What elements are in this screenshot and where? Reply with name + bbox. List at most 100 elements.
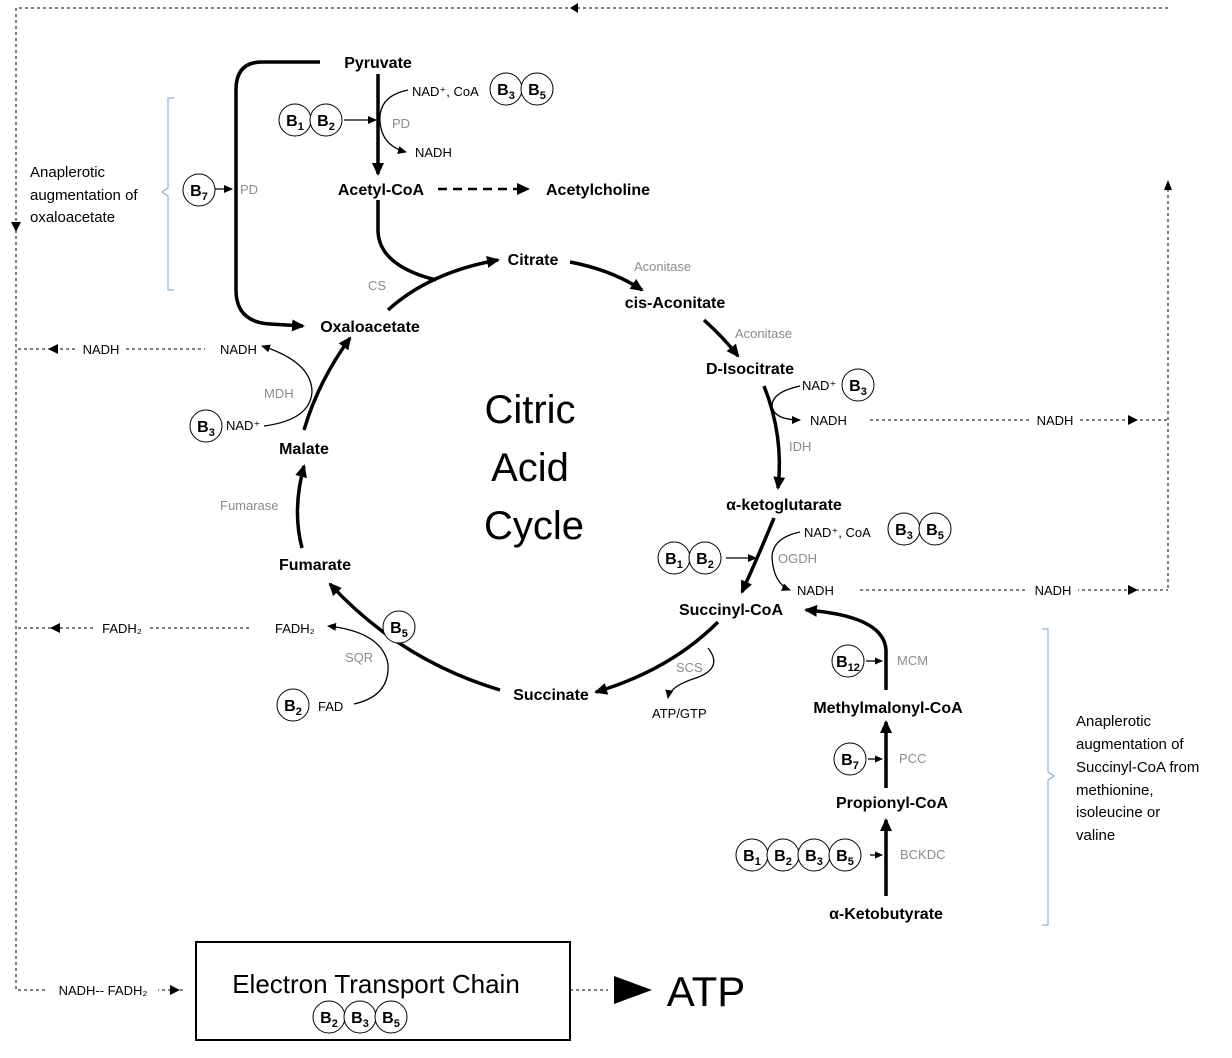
flow-nadh-left: NADH [83,342,120,357]
vitamin-badge-circle [688,541,722,575]
atp-arrowhead [614,976,652,1004]
energy-flow-lines [11,3,1172,1004]
metabolite-acetylcholine: Acetylcholine [546,182,650,199]
metabolite-d-isocitrate: D-Isocitrate [706,361,794,378]
vitamin-badge-circle [918,512,952,546]
enzyme-bckdc: BCKDC [900,847,946,862]
pathway-arrows [234,60,892,896]
left-brace [160,97,174,291]
vitamin-badge-circle [276,688,310,722]
vitamin-b5-badge: B5 [528,82,546,102]
vitamin-b7-badge: B7 [190,183,208,203]
vitamin-b5-badge: B5 [390,620,408,640]
cofactor-sqr-out: FADH₂ [275,621,315,636]
note-right-line-3: Succinyl-CoA from [1076,759,1199,776]
vitamin-b1-badge: B1 [743,848,761,868]
enzyme-pd-anaplerotic: PD [240,182,258,197]
right-brace [1042,628,1056,926]
vitamin-badge-circle [182,173,216,207]
vitamin-group-mcm: B12 [831,644,865,678]
outer-loop-line [15,7,1168,991]
enzyme-idh: IDH [789,439,811,454]
note-left-line-2: augmentation of [30,187,138,204]
arrow-succinate-fumarate [328,582,501,692]
arrow-pyruvate-oxaloacetate [234,60,320,332]
cycle-title-line-1: Citric [484,388,575,432]
metabolite-acetyl-coa: Acetyl-CoA [338,182,425,199]
enzyme-fumarase: Fumarase [220,498,279,513]
cofactor-sqr-in: FAD [318,699,343,714]
note-right-line-1: Anaplerotic [1076,713,1152,730]
metabolite-alpha-ketobutyrate: α-Ketobutyrate [829,906,943,923]
vitamin-group-idh: B3 [841,368,875,402]
cofactor-pd-in: NAD⁺, CoA [412,84,479,99]
note-left-line-1: Anaplerotic [30,164,106,181]
vitamin-badge-circle [831,644,865,678]
vitamin-group-mdh: B3 [189,409,223,443]
note-left-line-3: oxaloacetate [30,209,115,226]
vitamin-badge-circle [382,610,416,644]
enzyme-mdh: MDH [264,386,294,401]
arrow-cisaconitate-isocitrate [702,318,740,358]
vitamin-b3-badge: B3 [497,82,515,102]
enzyme-mcm: MCM [897,653,928,668]
vitamin-b5-badge: B5 [926,522,944,542]
vitamin-b5-badge: B5 [382,1010,400,1030]
etc-label: Electron Transport Chain [232,969,520,999]
vitamin-badge-circle [520,72,554,106]
enzyme-pd: PD [392,116,410,131]
atp-label: ATP [667,968,746,1015]
flow-etc-input: NADH-- FADH₂ [59,983,148,998]
vitamin-b2-badge: B2 [696,551,714,571]
vitamin-b3-badge: B3 [805,848,823,868]
arrow-oxaloacetate-citrate [386,256,500,312]
metabolite-methylmalonyl-coa: Methylmalonyl-CoA [813,700,963,717]
metabolite-citrate: Citrate [508,252,559,269]
enzyme-ogdh: OGDH [778,551,817,566]
cofactor-idh-out: NADH [810,413,847,428]
cofactor-pd-out: NADH [415,145,452,160]
enzyme-sqr: SQR [345,650,373,665]
vitamin-b2-badge: B2 [284,698,302,718]
vitamin-b7-badge: B7 [841,752,859,772]
metabolite-pyruvate: Pyruvate [344,55,412,72]
enzyme-aconitase-2: Aconitase [735,326,792,341]
metabolite-fumarate: Fumarate [279,557,351,574]
metabolite-propionyl-coa: Propionyl-CoA [836,795,948,812]
note-right-line-4: methionine, [1076,782,1154,799]
arrow-malate-oxaloacetate [302,336,352,431]
vitamin-b3-badge: B3 [351,1010,369,1030]
vitamin-group-sqr-top: B5 [382,610,416,644]
vitamin-group-sqr-bottom: B2 [276,688,310,722]
cycle-title-line-3: Cycle [484,504,584,548]
vitamin-b2-badge: B2 [320,1010,338,1030]
note-right-line-6: valine [1076,827,1115,844]
vitamin-b1-badge: B1 [665,551,683,571]
vitamin-b3-badge: B3 [849,378,867,398]
flow-nadh-right-2: NADH [1035,583,1072,598]
vitamin-badge-circle [189,409,223,443]
note-right-line-2: augmentation of [1076,736,1184,753]
arrow-methylmalonylcoa-succinylcoa [804,604,888,690]
vitamin-group-pcc: B7 [833,742,867,776]
vitamin-b2-badge: B2 [317,113,335,133]
cofactors: NAD⁺, CoA NADH NAD⁺ NADH NAD⁺, CoA NADH … [220,84,871,721]
vitamin-group-pd-right: B3 B5 [489,72,554,106]
arrow-fumarate-malate [295,464,307,549]
arrow-akg-succinylcoa [740,517,776,594]
flow-fadh2-left: FADH₂ [102,621,142,636]
metabolite-succinate: Succinate [513,687,589,704]
vitamin-b12-badge: B12 [836,654,860,674]
vitamin-b5-badge: B5 [836,848,854,868]
enzyme-scs: SCS [676,660,703,675]
vitamin-badge-circle [833,742,867,776]
flow-nadh-right-1: NADH [1037,413,1074,428]
cofactor-mdh-in: NAD⁺ [226,418,260,433]
cofactor-ogdh-in: NAD⁺, CoA [804,525,871,540]
note-right-line-5: isoleucine or [1076,804,1160,821]
